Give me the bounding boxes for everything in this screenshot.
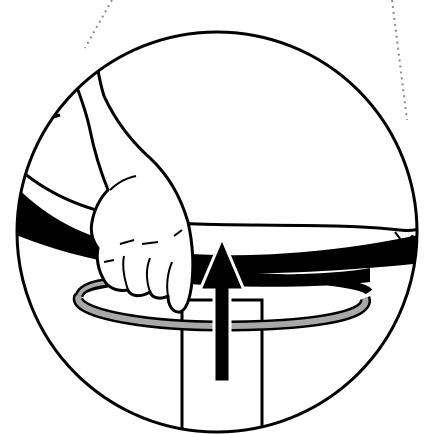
callout-leader-lines (85, 0, 407, 120)
leader-line-left (85, 0, 112, 48)
hand-icon (40, 0, 193, 312)
leader-line-right (392, 0, 407, 120)
